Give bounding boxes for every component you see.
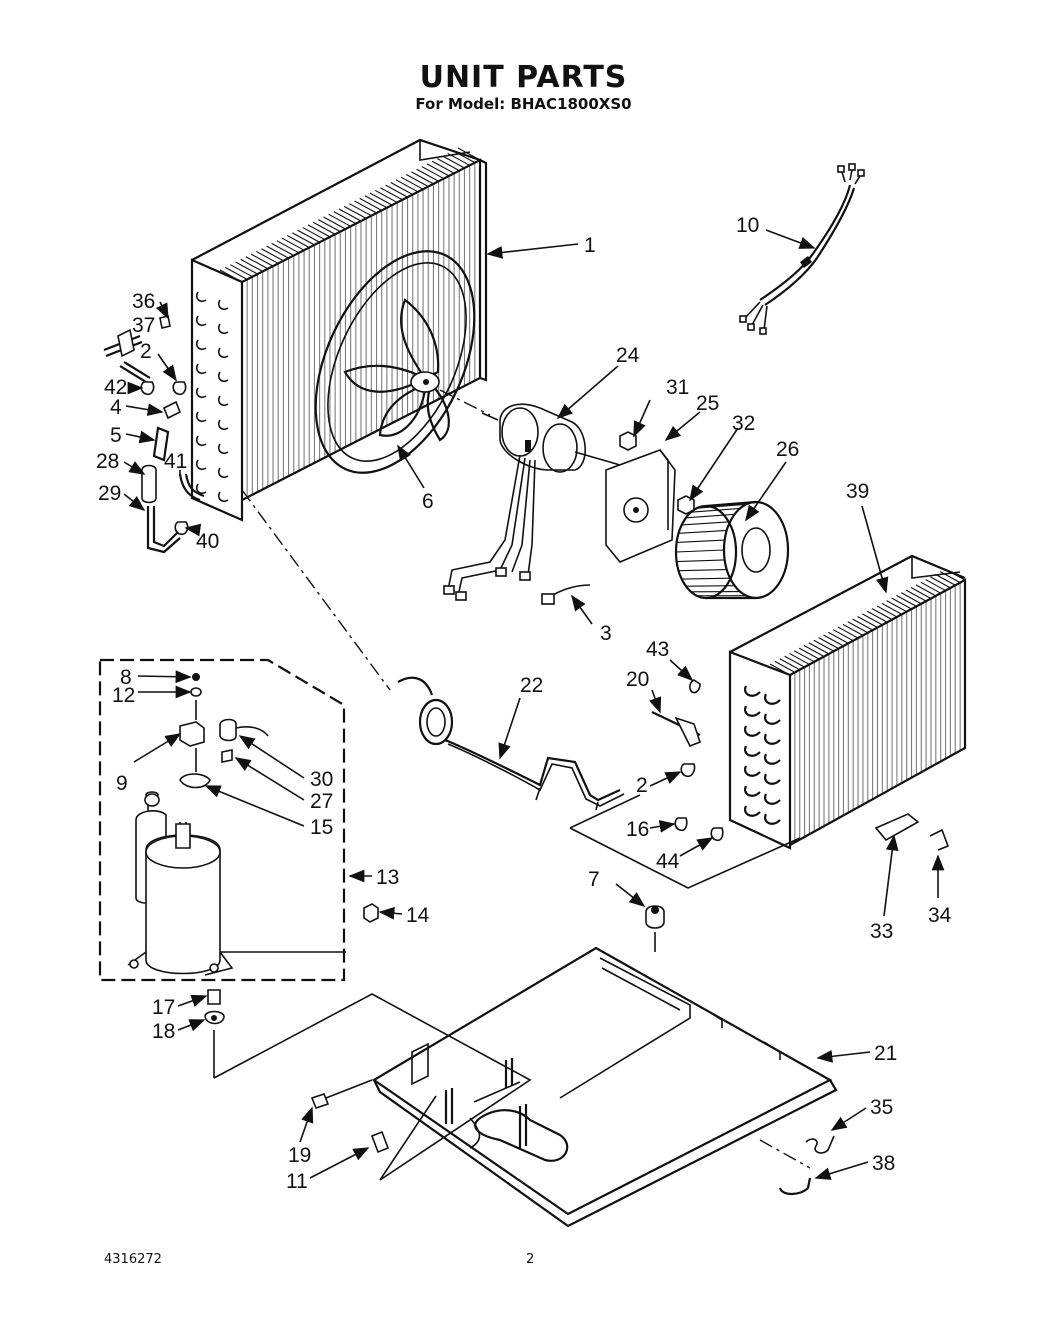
callout-labels: 1 36 37 2 42 4 5 28 41 29 40 6 10 24 31 … — [96, 214, 952, 1193]
callout-5: 5 — [110, 424, 122, 447]
callout-3: 3 — [600, 622, 612, 645]
callout-25: 25 — [696, 392, 719, 415]
leader-lines — [123, 229, 945, 1180]
strap-38 — [778, 1177, 812, 1196]
callout-32: 32 — [732, 412, 755, 435]
callout-37: 37 — [132, 314, 155, 337]
nut-14 — [363, 903, 379, 923]
callout-1: 1 — [584, 234, 596, 257]
callout-24: 24 — [616, 344, 640, 367]
callout-21: 21 — [874, 1042, 897, 1065]
callout-16: 16 — [626, 818, 649, 841]
callout-29: 29 — [98, 482, 121, 505]
callout-22: 22 — [520, 674, 543, 697]
callout-38: 38 — [872, 1152, 895, 1175]
callout-41: 41 — [164, 450, 187, 473]
clip-35 — [805, 1135, 835, 1154]
grommet-17 — [207, 989, 221, 1005]
fan-blade — [314, 250, 476, 474]
callout-2a: 2 — [140, 340, 152, 363]
callout-7: 7 — [588, 868, 600, 891]
clip-11 — [370, 1130, 390, 1154]
callout-34: 34 — [928, 904, 952, 927]
callout-11: 11 — [286, 1170, 308, 1193]
callout-30: 30 — [310, 768, 333, 791]
evaporator-coil — [728, 554, 967, 850]
callout-2b: 2 — [636, 774, 648, 797]
callout-14: 14 — [406, 904, 430, 927]
page-number: 2 — [526, 1252, 535, 1267]
washer-12 — [190, 687, 202, 697]
callout-8: 8 — [120, 666, 132, 689]
terminal-cover-9 — [179, 721, 205, 747]
wire-harness — [739, 163, 865, 335]
nut-8 — [192, 673, 200, 681]
model-subtitle: For Model: BHAC1800XS0 — [415, 95, 632, 113]
callout-39: 39 — [846, 480, 869, 503]
callout-12: 12 — [112, 684, 135, 707]
gasket-15 — [179, 773, 211, 789]
overload-30 — [219, 718, 237, 742]
callout-6: 6 — [422, 490, 434, 513]
callout-4: 4 — [110, 396, 122, 419]
callout-35: 35 — [870, 1096, 893, 1119]
base-pan — [371, 946, 838, 1228]
callout-31: 31 — [666, 376, 689, 399]
callout-26: 26 — [776, 438, 799, 461]
callout-9: 9 — [116, 772, 128, 795]
page-title: UNIT PARTS — [419, 60, 628, 95]
blower-wheel — [674, 500, 790, 600]
document-number: 4316272 — [104, 1252, 162, 1267]
callout-43: 43 — [646, 638, 669, 661]
callout-28: 28 — [96, 450, 119, 473]
callout-36: 36 — [132, 290, 155, 313]
callout-40: 40 — [196, 530, 219, 553]
spacer-7 — [645, 905, 665, 929]
callout-27: 27 — [310, 790, 333, 813]
callout-13: 13 — [376, 866, 399, 889]
thermostat-clip — [541, 584, 591, 605]
condenser-coil — [190, 138, 488, 522]
callout-10: 10 — [736, 214, 759, 237]
fan-motor — [443, 403, 621, 601]
callout-42: 42 — [104, 376, 127, 399]
nut-31 — [619, 431, 637, 451]
motor-mount — [605, 449, 676, 563]
callout-33: 33 — [870, 920, 893, 943]
callout-44: 44 — [656, 850, 680, 873]
bracket-33 — [874, 813, 920, 842]
callout-18: 18 — [152, 1020, 175, 1043]
callout-19: 19 — [288, 1144, 311, 1167]
callout-20: 20 — [626, 668, 649, 691]
refrigerant-tubing — [397, 676, 625, 811]
compressor — [127, 791, 234, 976]
callout-15: 15 — [310, 816, 333, 839]
callout-17: 17 — [152, 996, 175, 1019]
screw-19 — [310, 1093, 330, 1109]
